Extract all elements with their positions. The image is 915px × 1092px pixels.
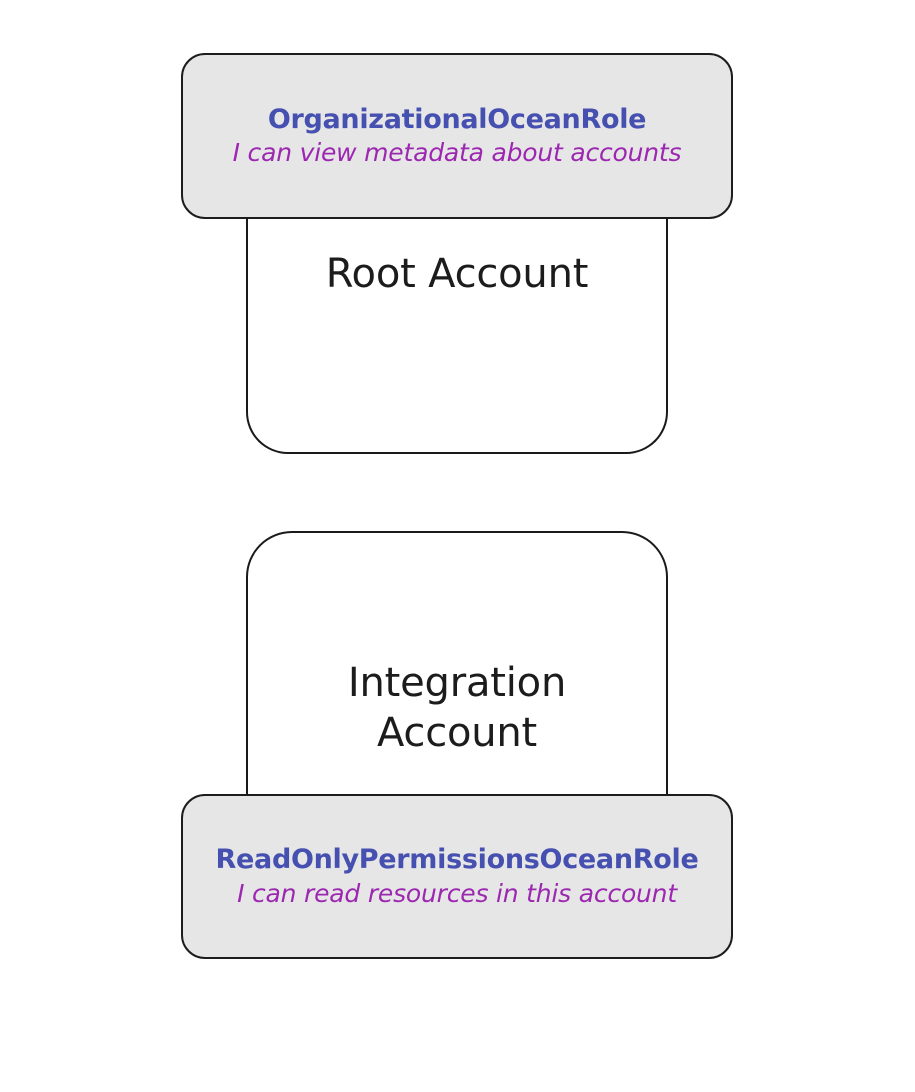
account-label-root: Root Account	[325, 251, 589, 297]
role-description-read-only-permissions-ocean-role: I can read resources in this account	[237, 878, 677, 908]
role-description-organizational-ocean-role: I can view metadata about accounts	[232, 138, 682, 168]
account-group-root[interactable]: Root Account	[246, 205, 668, 454]
role-name-organizational-ocean-role: OrganizationalOceanRole	[267, 103, 647, 135]
account-label-integration: Integration Account	[347, 660, 567, 756]
account-group-integration[interactable]: Integration Account	[246, 531, 668, 799]
role-badge-organizational-ocean-role[interactable]: OrganizationalOceanRole I can view metad…	[181, 53, 733, 219]
role-badge-read-only-permissions-ocean-role[interactable]: ReadOnlyPermissionsOceanRole I can read …	[181, 794, 733, 959]
role-name-read-only-permissions-ocean-role: ReadOnlyPermissionsOceanRole	[215, 844, 699, 876]
